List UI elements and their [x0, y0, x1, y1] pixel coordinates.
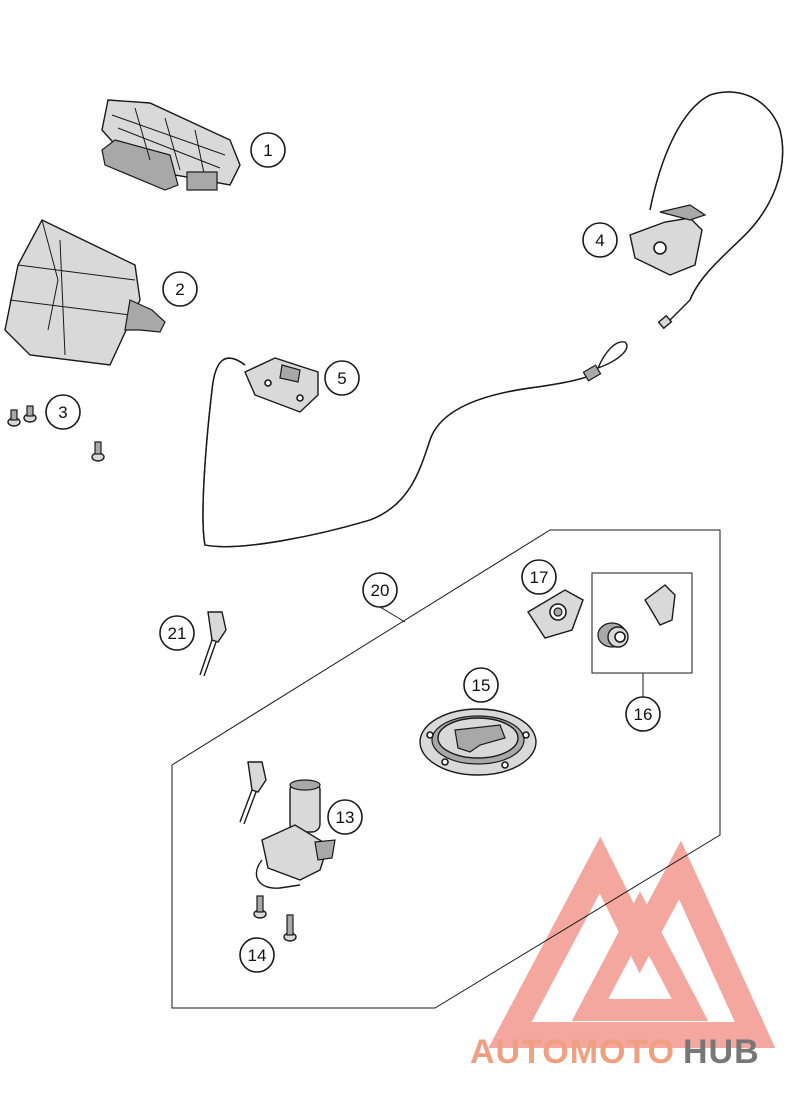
- part-cable-bracket: [629, 91, 784, 330]
- callout-13: 13: [327, 799, 363, 835]
- part-ignition-lock: [255, 779, 336, 889]
- part-lock-cylinder-kit: [591, 572, 693, 697]
- part-screws: [7, 405, 105, 462]
- lock-set-frame: [171, 529, 721, 1009]
- part-bolts: [253, 895, 297, 942]
- callout-1: 1: [250, 132, 286, 168]
- svg-text:AUTOMOTO: AUTOMOTO: [470, 1033, 675, 1071]
- part-lock-plate: [527, 589, 584, 639]
- callout-4: 4: [582, 222, 618, 258]
- svg-text:17: 17: [530, 568, 549, 587]
- svg-text:14: 14: [248, 946, 267, 965]
- svg-text:15: 15: [472, 676, 491, 695]
- callouts: 1 2 3 4 5 13 14 15 16 17 20 21: [45, 132, 661, 973]
- svg-text:5: 5: [337, 369, 346, 388]
- callout-20: 20: [362, 572, 398, 608]
- callout-3: 3: [45, 394, 81, 430]
- svg-text:21: 21: [168, 624, 187, 643]
- svg-text:2: 2: [175, 280, 184, 299]
- svg-text:13: 13: [336, 808, 355, 827]
- svg-text:20: 20: [371, 581, 390, 600]
- watermark-logo: [488, 836, 776, 1048]
- part-key: [199, 611, 227, 677]
- svg-text:4: 4: [595, 231, 604, 250]
- svg-text:16: 16: [634, 705, 653, 724]
- part-instrument-cluster: [101, 99, 241, 191]
- callout-16: 16: [625, 696, 661, 732]
- part-key-set: [239, 761, 267, 825]
- watermark-text: AUTOMOTO HUB: [470, 1033, 760, 1071]
- callout-17: 17: [521, 559, 557, 595]
- svg-text:HUB: HUB: [683, 1033, 760, 1071]
- callout-15: 15: [463, 667, 499, 703]
- part-dashboard-cover: [4, 219, 166, 366]
- part-seat-lock-cable: [202, 341, 628, 548]
- svg-text:1: 1: [263, 141, 272, 160]
- callout-5: 5: [324, 360, 360, 396]
- callout-2: 2: [162, 271, 198, 307]
- callout-21: 21: [159, 615, 195, 651]
- part-fuel-cap: [419, 708, 537, 776]
- callout-14: 14: [239, 937, 275, 973]
- svg-text:3: 3: [58, 403, 67, 422]
